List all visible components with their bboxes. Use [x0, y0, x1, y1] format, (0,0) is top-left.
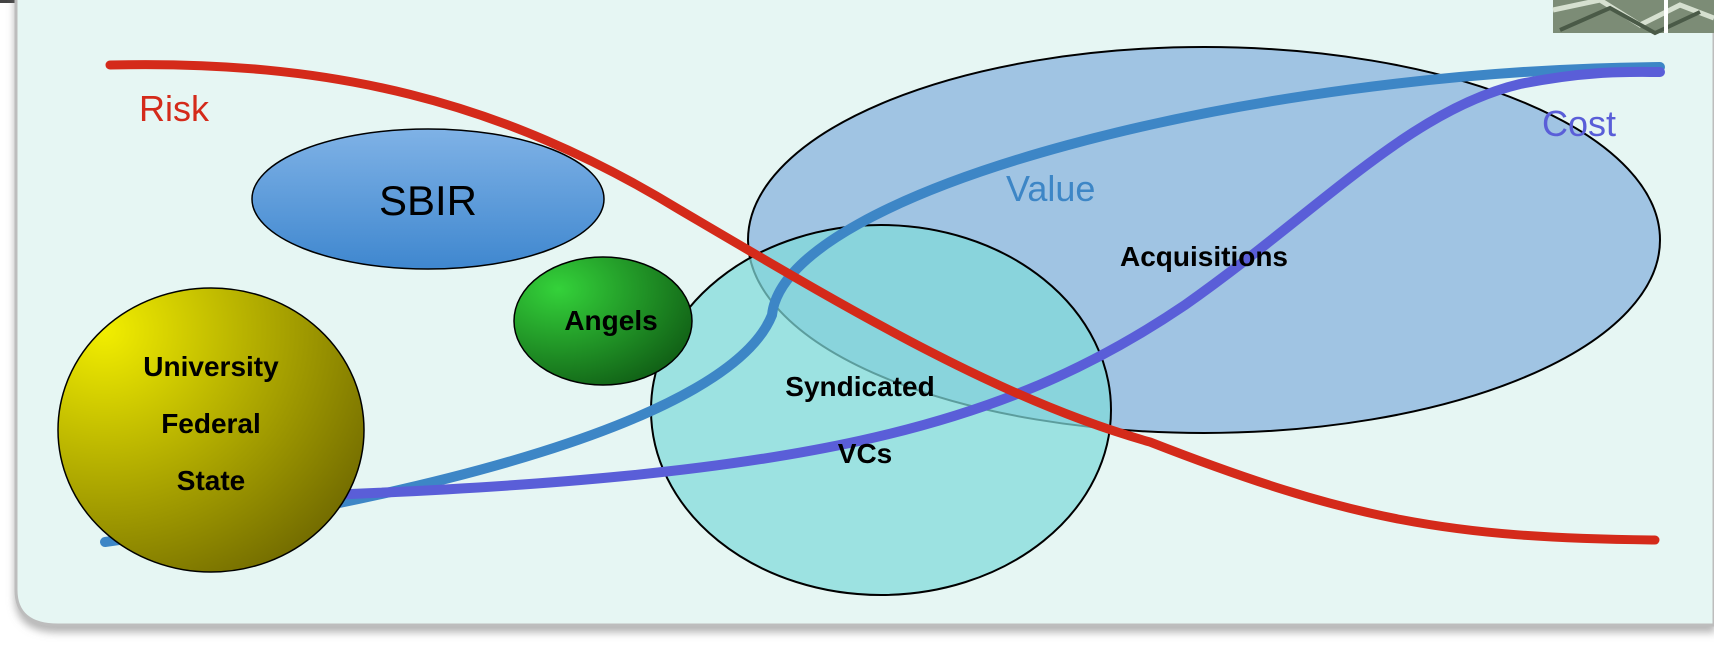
university-federal-state-circle — [57, 287, 365, 573]
acquisitions-label: Acquisitions — [1120, 241, 1288, 272]
risk-label: Risk — [139, 88, 210, 129]
university-label: University — [143, 351, 279, 382]
cost-curve — [295, 66, 1665, 501]
syndicated-label: Syndicated — [785, 371, 934, 402]
syndicated-vcs-ellipse — [650, 224, 1112, 596]
sbir-ellipse — [251, 128, 605, 270]
federal-label: Federal — [161, 408, 261, 439]
angels-ellipse — [513, 256, 693, 386]
angels-label: Angels — [564, 305, 657, 336]
value-label: Value — [1006, 168, 1095, 209]
cost-label: Cost — [1542, 103, 1616, 144]
state-label: State — [177, 465, 245, 496]
value-curve — [100, 62, 1665, 547]
sbir-label: SBIR — [379, 177, 477, 224]
risk-curve — [105, 60, 1660, 545]
money-photo-icon — [1552, 0, 1714, 36]
vcs-label: VCs — [838, 438, 892, 469]
